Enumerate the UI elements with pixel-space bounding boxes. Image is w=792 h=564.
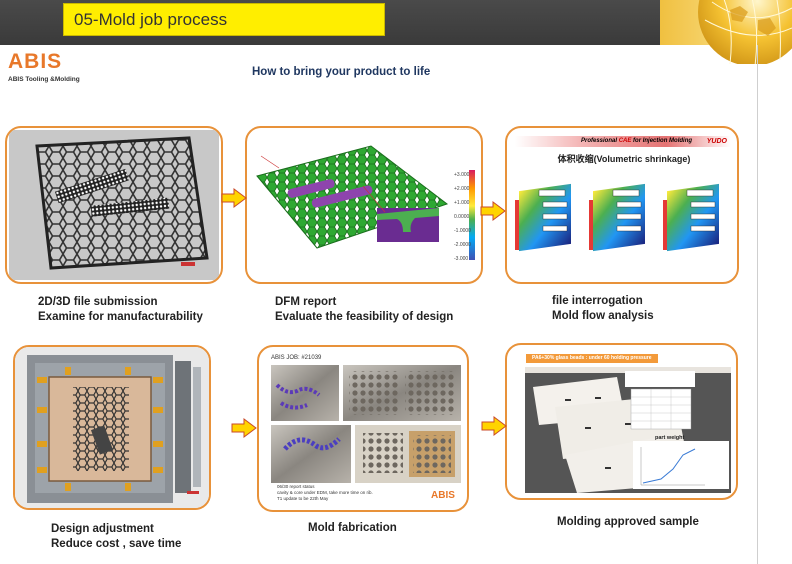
arrow-right-icon bbox=[221, 188, 247, 208]
dfm-analysis-image bbox=[256, 145, 475, 260]
scale-label: -3.000 bbox=[454, 256, 469, 262]
material-banner: PA6+30% glass beads : under 60 holding p… bbox=[526, 354, 658, 363]
sample-photos-chart bbox=[525, 367, 731, 493]
step-label-dfm: DFM report Evaluate the feasibility of d… bbox=[275, 296, 454, 323]
panel-file-submission bbox=[5, 126, 223, 284]
slide-title-box: 05-Mold job process bbox=[63, 3, 385, 36]
job-number: ABIS JOB: #21039 bbox=[271, 355, 322, 361]
report-note: T1 update to be 22th May bbox=[277, 496, 329, 501]
scale-label: -2.0000 bbox=[454, 242, 471, 248]
logo-tagline: ABIS Tooling &Molding bbox=[8, 76, 80, 83]
report-note: cavity & core under EDM, take more time … bbox=[277, 490, 373, 495]
scale-label: 0.0000 bbox=[454, 214, 470, 220]
step-label-fabrication: Mold fabrication bbox=[308, 522, 397, 534]
report-note: 06/30 report status bbox=[277, 484, 315, 489]
shrinkage-title: 体积收缩(Volumetric shrinkage) bbox=[557, 154, 691, 164]
abis-logo: ABIS ABIS Tooling &Molding bbox=[8, 50, 80, 88]
chart-title: part weight bbox=[655, 435, 685, 441]
scale-label: +1.000 bbox=[454, 200, 470, 206]
right-divider bbox=[757, 45, 758, 564]
panel-dfm-report: +3.000 +2.000 +1.000 0.0000 -1.0000 -2.0… bbox=[245, 126, 483, 284]
slide-title: 05-Mold job process bbox=[74, 10, 228, 29]
panel-mold-fabrication: ABIS JOB: #21039 06/30 report status cav… bbox=[257, 345, 469, 512]
scale-label: +2.000 bbox=[454, 186, 470, 192]
panel-approved-sample: PA6+30% glass beads : under 60 holding p… bbox=[505, 343, 738, 500]
cad-part-image bbox=[9, 130, 219, 280]
step-label-mold-flow: file interrogation Mold flow analysis bbox=[552, 295, 654, 322]
cae-banner: Professional CAE for Injection Molding Y… bbox=[515, 136, 731, 147]
mold-design-image bbox=[15, 347, 209, 508]
abis-mini-logo: ABIS bbox=[431, 490, 455, 501]
globe-image bbox=[660, 0, 792, 64]
step-label-design: Design adjustment Reduce cost , save tim… bbox=[51, 523, 182, 550]
arrow-right-icon bbox=[480, 201, 506, 221]
arrow-right-icon bbox=[481, 416, 507, 436]
page-heading: How to bring your product to life bbox=[252, 66, 431, 78]
arrow-right-icon bbox=[231, 418, 257, 438]
scale-label: -1.0000 bbox=[454, 228, 471, 234]
shrinkage-plots bbox=[515, 183, 719, 252]
scale-label: +3.000 bbox=[454, 172, 470, 178]
step-label-sample: Molding approved sample bbox=[557, 516, 699, 528]
logo-brand: ABIS bbox=[8, 50, 63, 73]
fabrication-photos bbox=[271, 365, 461, 483]
panel-design-adjustment bbox=[13, 345, 211, 510]
report-notes: 06/30 report status cavity & core under … bbox=[277, 484, 373, 502]
color-scale-labels: +3.000 +2.000 +1.000 0.0000 -1.0000 -2.0… bbox=[454, 168, 471, 266]
step-label-file-submission: 2D/3D file submission Examine for manufa… bbox=[38, 296, 203, 323]
panel-mold-flow: Professional CAE for Injection Molding Y… bbox=[505, 126, 739, 284]
